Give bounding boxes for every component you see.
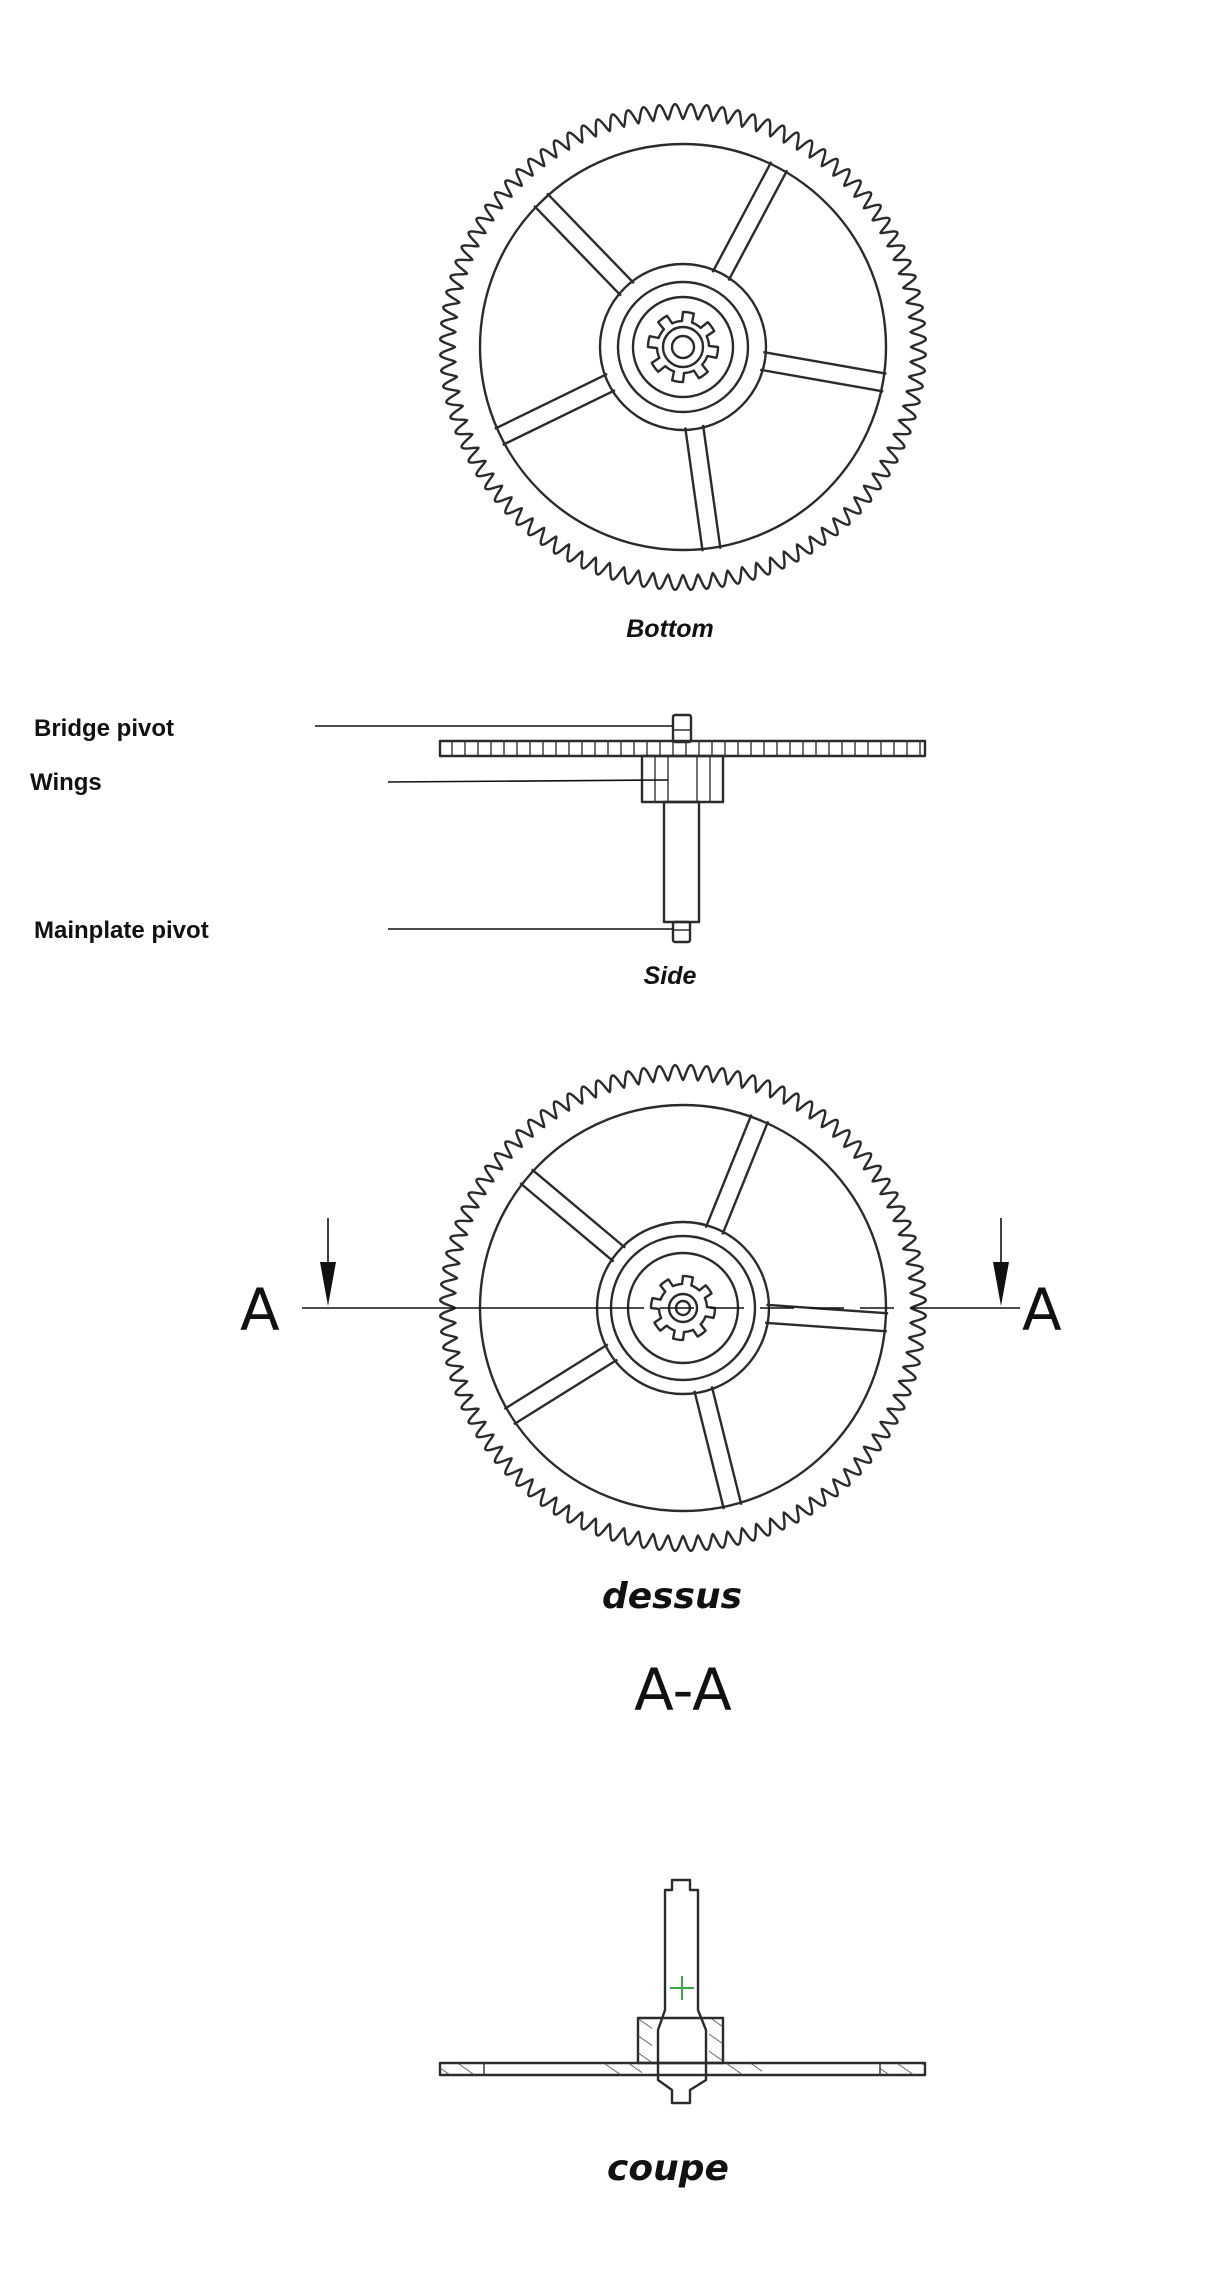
spoke-edge [530, 1168, 626, 1249]
spoke-edge [721, 1120, 770, 1235]
hub-outer [598, 262, 768, 432]
wheel-spokes [494, 161, 887, 552]
arbor [662, 800, 701, 924]
pivot-outer [661, 325, 705, 369]
pivot-inner [670, 334, 696, 360]
arrow-left [320, 1262, 336, 1306]
spoke-edge [502, 389, 616, 447]
spoke-edge [727, 169, 789, 282]
spoke-edge [533, 204, 622, 297]
spoke-edge [701, 424, 722, 549]
hub-ring [616, 280, 750, 414]
spoke-edge [710, 1386, 743, 1506]
wheel-rim-inner [478, 142, 888, 552]
caption-section: coupe [607, 2148, 729, 2189]
spoke-edge [711, 161, 773, 273]
leader-wings [387, 779, 669, 783]
spoke-edge [684, 427, 704, 552]
wheel-profile [438, 739, 927, 758]
caption-bottom: Bottom [626, 615, 713, 643]
wheel-spokes [503, 1114, 889, 1510]
callout-wings: Wings [30, 769, 102, 796]
side-view: Bridge pivot Wings Mainplate pivot Side [30, 713, 927, 990]
wheel-section [438, 2061, 927, 2077]
arbor-section [656, 1878, 708, 2105]
section-view: coupe [438, 1878, 927, 2189]
bottom-view: Bottom [438, 102, 928, 643]
spoke-edge [765, 1321, 887, 1333]
spoke-edge [546, 192, 635, 285]
section-title: A-A [634, 1656, 732, 1724]
section-marker-left: A [240, 1276, 280, 1344]
mainplate-pivot [671, 920, 692, 944]
caption-top: dessus [602, 1576, 742, 1617]
spoke-edge [519, 1182, 615, 1263]
spoke-edge [693, 1390, 726, 1510]
top-view: A A dessus [240, 1063, 1062, 1617]
pinion-leaves [649, 1274, 717, 1342]
arrow-right [993, 1262, 1009, 1306]
bridge-pivot [671, 713, 693, 744]
section-marker-right: A [1022, 1276, 1062, 1344]
callout-bridge-pivot: Bridge pivot [34, 715, 174, 742]
callout-mainplate-pivot: Mainplate pivot [34, 917, 209, 944]
wheel-teeth-outline [438, 102, 928, 592]
hub-collar [631, 295, 735, 399]
spoke-edge [494, 372, 608, 430]
caption-side: Side [644, 962, 697, 990]
spoke-edge [763, 350, 887, 375]
pinion-leaves [646, 310, 720, 384]
spoke-edge [760, 368, 884, 393]
spoke-edge [503, 1343, 609, 1411]
wings-collar [640, 754, 725, 804]
spoke-edge [766, 1303, 889, 1315]
spoke-edge [704, 1114, 753, 1229]
spoke-edge [513, 1358, 619, 1426]
wheel-teeth-side [451, 741, 921, 756]
